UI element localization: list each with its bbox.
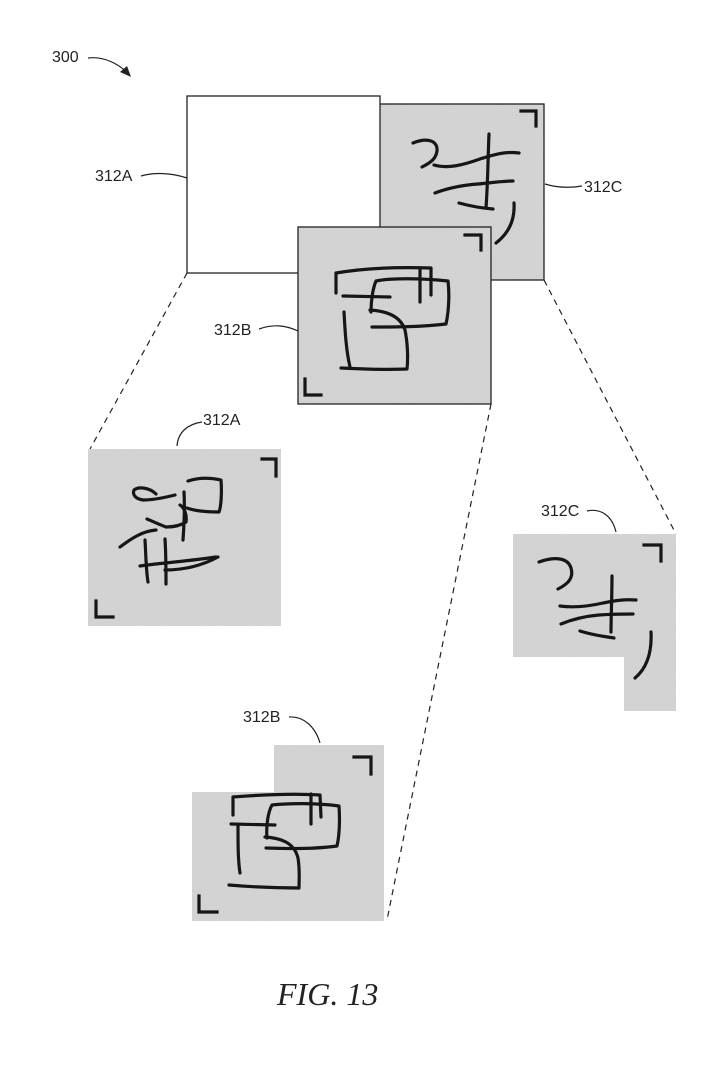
detail-image-312c — [513, 534, 676, 711]
label-312c-detail: 312C — [541, 503, 579, 520]
label-312c-top: 312C — [584, 179, 622, 196]
leader-312c-top — [545, 184, 582, 187]
projection-312c — [544, 280, 676, 534]
image-312b-top — [298, 227, 491, 404]
figure-caption: FIG. 13 — [276, 976, 378, 1012]
reference-numeral-300: 300 — [52, 49, 79, 66]
leader-312b-top — [259, 326, 298, 331]
leader-312a-top — [141, 174, 187, 178]
leader-312a-detail — [177, 422, 202, 446]
projection-312a — [90, 273, 187, 449]
projection-312b — [387, 404, 491, 920]
label-312a-detail: 312A — [203, 412, 241, 429]
leader-312b-detail — [289, 717, 320, 743]
leader-312c-detail — [587, 510, 616, 532]
label-312b-detail: 312B — [243, 709, 280, 726]
detail-image-312b — [192, 745, 384, 921]
label-312b-top: 312B — [214, 322, 251, 339]
label-312a-top: 312A — [95, 168, 133, 185]
detail-image-312a — [88, 449, 281, 626]
